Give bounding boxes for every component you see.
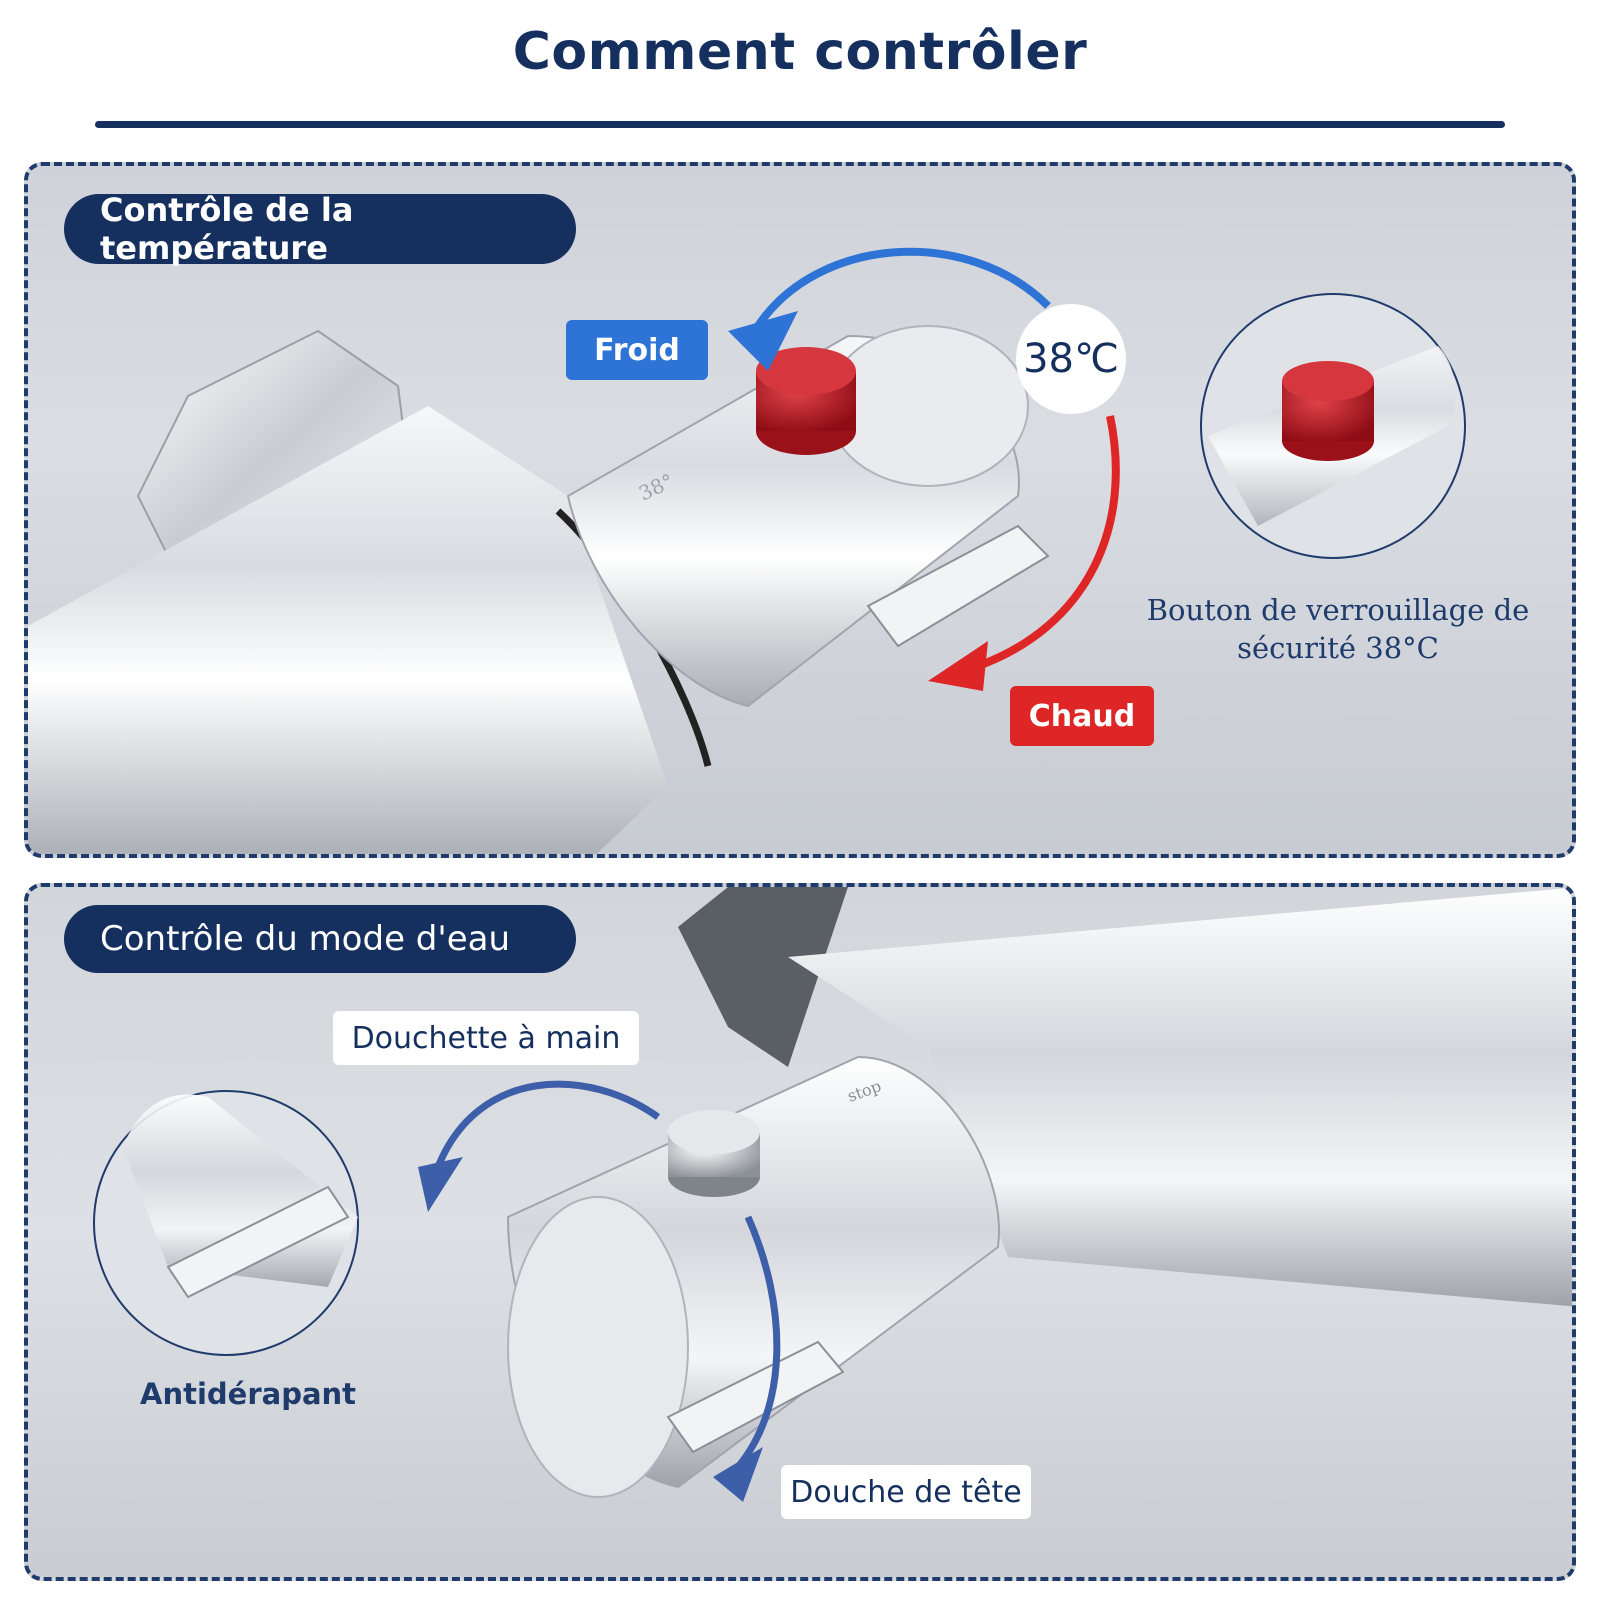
head-shower-arrow-head [713,1447,763,1502]
water-mode-section-heading: Contrôle du mode d'eau [64,905,576,973]
safety-caption-line2: sécurité 38°C [1237,631,1439,665]
thermostat-valve-illustration: 38° [28,247,1466,854]
antislip-caption: Antidérapant [140,1377,357,1411]
safety-caption-line1: Bouton de verrouillage de [1146,593,1530,627]
temperature-badge: 38℃ [1016,304,1126,414]
hot-arrow-head [928,641,988,691]
diverter-valve-illustration: stop [93,887,1572,1502]
title-divider [95,121,1505,128]
hand-shower-arrow-head [418,1157,463,1212]
head-shower-label: Douche de tête [781,1465,1031,1519]
temperature-control-panel: 38° Contrôle de la température Froid 38℃… [24,162,1576,858]
page-title: Comment contrôler [512,22,1088,82]
cold-arrow-head [728,311,798,371]
temperature-section-heading: Contrôle de la température [64,191,576,267]
safety-button-caption: Bouton de verrouillage de sécurité 38°C [1128,591,1548,667]
hot-label: Chaud [1010,686,1154,746]
hand-shower-label: Douchette à main [333,1011,639,1065]
water-mode-control-panel: stop Contrôle du mode d'eau Douchette à … [24,883,1576,1581]
cold-label: Froid [566,320,708,380]
